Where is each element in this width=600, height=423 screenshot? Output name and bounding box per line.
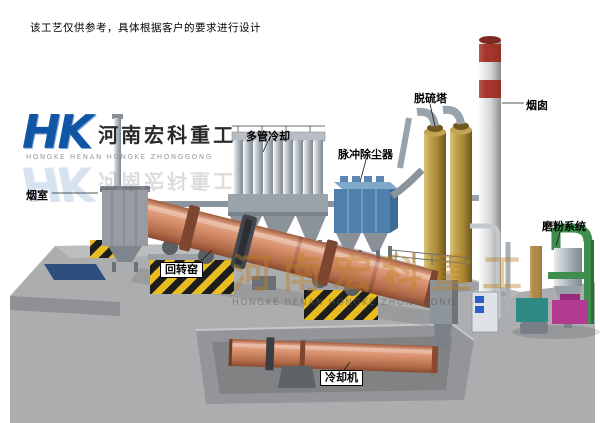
pulse-dust-collector-label: 脉冲除尘器 xyxy=(338,148,393,161)
blue-pad xyxy=(44,264,106,280)
pulse-dust-collector-graphic xyxy=(328,167,425,268)
logo-company-name: 河南宏科重工 xyxy=(98,123,237,147)
rotary-kiln-label: 回转窑 xyxy=(160,262,203,278)
kiln-drive-motor xyxy=(252,276,276,290)
company-logo: HK 河南宏科重工 HONGKE HENAN HONGKE ZHONGGONG … xyxy=(22,105,237,211)
label-leader-lines xyxy=(52,102,561,371)
kiln-discharge-hood xyxy=(430,280,458,348)
desulfurization-towers-graphic xyxy=(397,105,481,282)
desulfurization-tower-label: 脱硫塔 xyxy=(414,92,447,105)
chimney-label: 烟囱 xyxy=(526,99,548,112)
grinding-system-label: 磨粉系统 xyxy=(542,220,586,233)
deck-railing xyxy=(391,249,471,268)
cooling-machine-label: 冷却机 xyxy=(320,370,363,386)
cooler-support xyxy=(278,366,316,388)
cooling-machine-graphic xyxy=(228,337,439,374)
multi-tube-cooler-label: 多管冷却 xyxy=(246,130,290,143)
chimney-base-pipes xyxy=(470,223,511,333)
smoke-chamber-label: 烟室 xyxy=(26,189,48,202)
logo-reflection: HK 河南宏科重工 xyxy=(22,157,237,211)
disclaimer-text: 该工艺仅供参考，具体根据客户的要求进行设计 xyxy=(30,22,261,34)
logo-monogram: HK xyxy=(22,105,93,159)
grinding-system-graphic xyxy=(516,223,594,334)
smoke-chamber-graphic xyxy=(100,114,150,272)
logo-company-name-en: HONGKE HENAN HONGKE ZHONGGONG xyxy=(26,153,213,161)
